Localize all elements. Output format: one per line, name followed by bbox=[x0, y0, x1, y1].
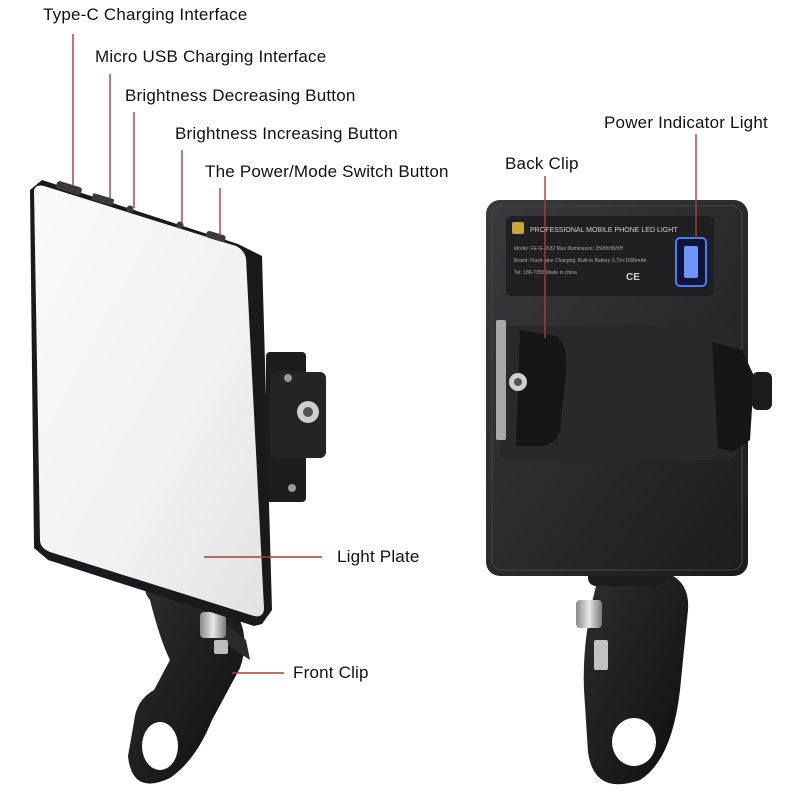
label-front-clip: Front Clip bbox=[293, 663, 369, 682]
leader-lines bbox=[72, 34, 697, 674]
front-clip-shape bbox=[128, 584, 250, 784]
top-ports bbox=[56, 181, 226, 243]
device-label-title: PROFESSIONAL MOBILE PHONE LED LIGHT bbox=[530, 227, 678, 234]
label-brightness-down: Brightness Decreasing Button bbox=[125, 86, 356, 105]
label-light-plate: Light Plate bbox=[337, 547, 420, 566]
side-bracket bbox=[266, 352, 326, 502]
ce-badge: CE bbox=[626, 272, 640, 283]
label-micro-usb: Micro USB Charging Interface bbox=[95, 47, 327, 66]
label-type-c: Type-C Charging Interface bbox=[43, 5, 248, 24]
label-brightness-up: Brightness Increasing Button bbox=[175, 124, 398, 143]
front-device bbox=[30, 180, 326, 784]
back-device: PROFESSIONAL MOBILE PHONE LED LIGHT Mode… bbox=[486, 200, 772, 785]
back-clip-right-jaw bbox=[712, 342, 772, 452]
light-plate-surface bbox=[34, 185, 264, 617]
device-label-line: Model: FE-G-4532 Max Illuminance: 2500±/… bbox=[514, 246, 624, 252]
label-power-indicator: Power Indicator Light bbox=[604, 113, 768, 132]
label-back-clip: Back Clip bbox=[505, 154, 579, 173]
back-clip-left-jaw bbox=[509, 330, 567, 446]
device-label-line: Brand: Flash-fake Charging: Built-in Bat… bbox=[514, 258, 647, 264]
label-power-mode: The Power/Mode Switch Button bbox=[205, 162, 449, 181]
